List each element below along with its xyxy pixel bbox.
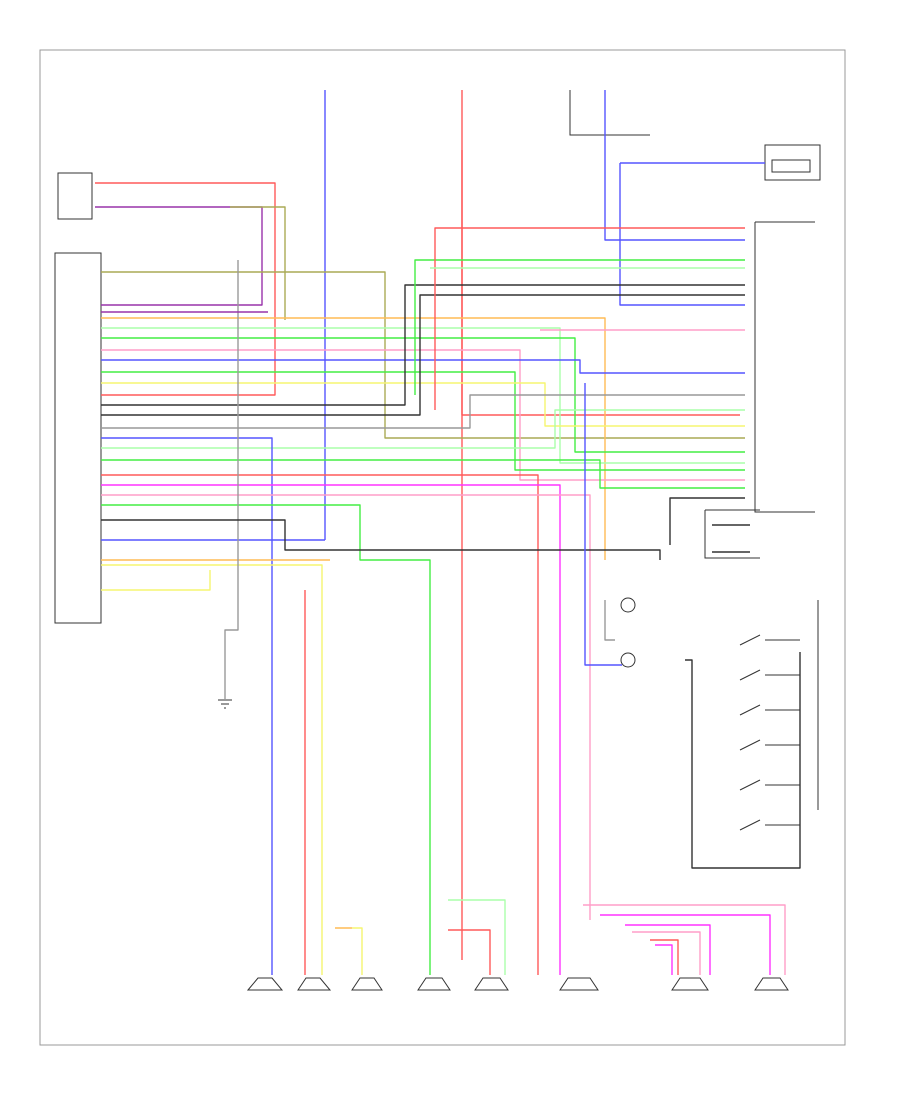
wire-magenta-speaker-8 [655, 944, 673, 975]
wire-gray-1 [101, 394, 745, 429]
speaker-7 [671, 977, 709, 991]
speaker-4 [417, 977, 451, 991]
wire-pink-speaker [101, 494, 591, 920]
component-antenna-box [764, 144, 821, 181]
wire-red-speaker [101, 474, 539, 975]
speakers-group [246, 977, 789, 991]
switch-1 [739, 634, 800, 646]
wire-black-2 [101, 294, 745, 416]
wire-orange-1 [101, 317, 606, 560]
wire-red-top [434, 227, 745, 410]
wire-black-right-2 [712, 524, 750, 553]
wire-blue-illum [584, 383, 622, 666]
switch-6 [739, 819, 800, 831]
wire-green-speaker [101, 504, 431, 975]
wire-red-speaker-7 [650, 939, 679, 975]
speaker-3 [351, 977, 383, 991]
switch-array [739, 634, 800, 831]
bulb-bottom [620, 652, 636, 668]
wire-olive-1 [101, 271, 745, 439]
wire-blue-antenna [619, 162, 765, 306]
speaker-1 [246, 977, 284, 991]
wire-magenta-speaker-7 [625, 924, 711, 975]
speaker-6 [559, 977, 599, 991]
component-center-panel-unit [704, 509, 760, 559]
wire-blue-fuse [101, 90, 326, 541]
wire-black-right-3 [685, 652, 801, 869]
wire-blue-right-fuse [604, 90, 745, 241]
wire-pink-speaker-7 [632, 931, 701, 975]
wire-green-speaker-4 [448, 899, 506, 975]
component-main-connector [54, 252, 102, 624]
speaker-8 [754, 977, 789, 991]
wire-red-speaker-4 [448, 929, 491, 975]
switch-3 [739, 704, 800, 716]
wire-pink-1 [101, 349, 745, 481]
speaker-2 [297, 977, 332, 991]
wire-lightgreen-2 [101, 409, 745, 449]
component-box-top-left [57, 172, 93, 220]
wire-yellow-speaker [101, 564, 323, 975]
wire-green-2 [101, 371, 745, 471]
switch-4 [739, 739, 800, 751]
speaker-5 [474, 977, 509, 991]
switch-2 [739, 669, 800, 681]
wire-yellow-1 [101, 382, 745, 427]
wire-red-fuse [461, 90, 740, 416]
wire-yellow-gnd [101, 570, 211, 591]
ground-symbol [218, 699, 232, 709]
wire-pink-speaker-6 [583, 904, 786, 975]
wire-black-bus [101, 519, 661, 560]
wires-group [95, 90, 801, 975]
wire-gray-gnd [224, 260, 239, 700]
bulb-top [620, 597, 636, 613]
wire-green-3 [101, 459, 745, 489]
wire-black-1 [101, 284, 745, 406]
component-audio-unit [754, 221, 815, 513]
wire-yellow-speaker-3 [352, 927, 363, 975]
component-antenna-inner [771, 159, 811, 173]
switch-5 [739, 779, 800, 791]
wire-purple-top-left [95, 206, 263, 306]
wire-olive-top-left [230, 206, 286, 320]
wire-green-top [414, 259, 745, 395]
wire-magenta-speaker [101, 484, 561, 975]
wire-red-top-left [95, 182, 276, 396]
wire-magenta-speaker-6 [600, 914, 771, 975]
wire-blue-speaker [101, 437, 273, 975]
diagram-border [39, 49, 846, 1046]
component-fuse-bracket [569, 90, 650, 136]
wire-blue-2 [101, 359, 745, 374]
wire-black-right-1 [669, 497, 745, 545]
wire-gray-illum [604, 600, 615, 641]
